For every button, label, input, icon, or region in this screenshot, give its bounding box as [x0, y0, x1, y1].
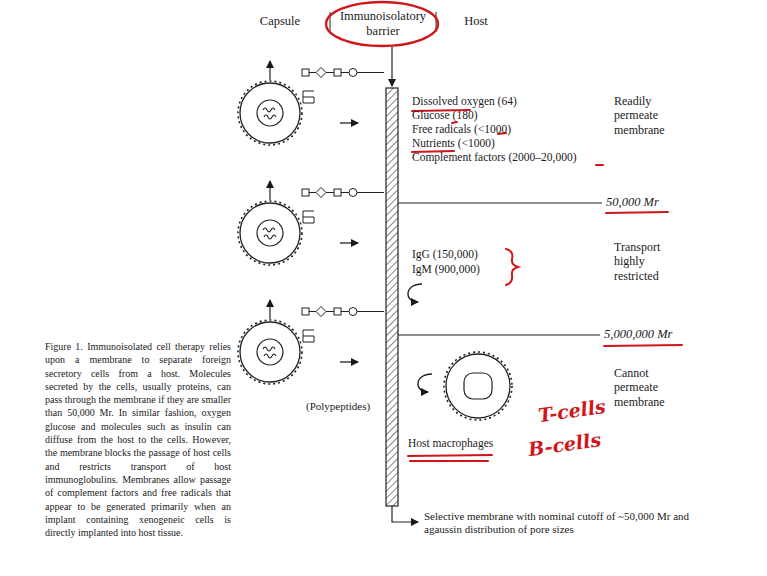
cutoff-line — [398, 202, 602, 203]
membrane-barrier — [386, 88, 398, 506]
solute-label: Nutrients (<1000) — [412, 137, 602, 151]
handwritten-note: B-cells — [527, 426, 619, 461]
note-label: Selective membrane with nominal cutoff o… — [424, 510, 709, 536]
part-label: Host macrophages — [408, 437, 518, 451]
zone-label: Cannot permeate membrane — [614, 366, 686, 409]
polypeptide-chain — [270, 181, 384, 243]
cutoff-line — [398, 334, 600, 335]
macrophage — [446, 354, 510, 418]
pointer-arrow — [391, 47, 392, 86]
handwritten-note: T-cells — [537, 392, 629, 427]
column-header: Capsule — [238, 14, 322, 29]
solute-label: Dissolved oxygen (64) — [412, 95, 602, 109]
cutoff-label: 50,000 Mr — [606, 195, 696, 210]
solute-label: Glucose (180) — [412, 109, 602, 123]
column-header: Host — [446, 14, 506, 29]
macrophage-nucleus — [464, 373, 492, 399]
part-label: (Polypeptides) — [306, 400, 386, 413]
column-header: Immunoisolatory barrier — [334, 9, 432, 39]
red-circle — [326, 2, 438, 46]
solute-label: IgG (150,000) — [412, 248, 562, 262]
polypeptide-chain — [270, 300, 384, 362]
secretory-cell — [238, 81, 302, 145]
reflect-arrow — [408, 284, 422, 302]
solute-label: IgM (900,000) — [412, 263, 562, 277]
solute-label: Complement factors (2000–20,000) — [412, 151, 602, 165]
macrophage — [444, 352, 512, 420]
figure-caption: Figure 1. Immunoisolated cell therapy re… — [45, 340, 231, 539]
reflect-arrow — [418, 374, 432, 392]
zone-label: Transport highly restricted — [614, 240, 686, 283]
secretory-cell — [238, 201, 302, 265]
polypeptide-chain — [270, 61, 384, 123]
solute-label: Free radicals (<1000) — [412, 123, 602, 137]
leader-arrow — [392, 506, 418, 522]
secretory-cell — [238, 320, 302, 384]
cutoff-label: 5,000,000 Mr — [604, 327, 704, 342]
zone-label: Readily permeate membrane — [614, 94, 686, 137]
